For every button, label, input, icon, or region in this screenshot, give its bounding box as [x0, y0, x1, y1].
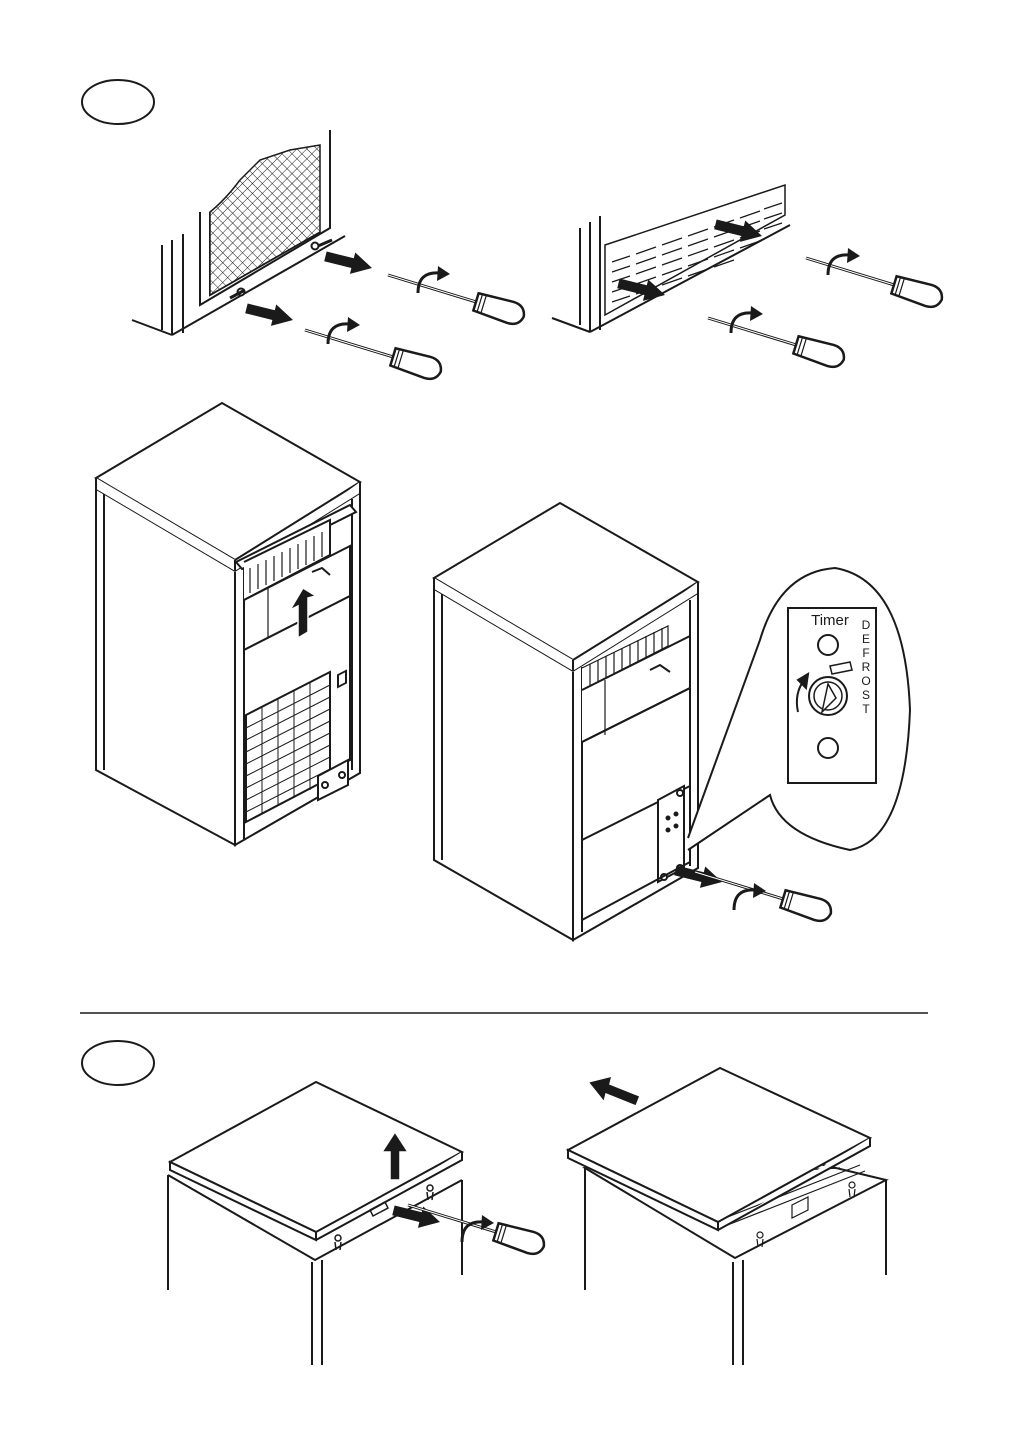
screwdriver-icon — [692, 861, 834, 924]
screwdriver-icon — [405, 1194, 547, 1257]
push-arrow-icon — [244, 298, 296, 331]
defrost-letter: R — [862, 660, 871, 674]
step-badge-2 — [82, 1041, 154, 1085]
grille-removal-detail — [132, 130, 345, 335]
defrost-letter: D — [862, 618, 871, 632]
defrost-letter: E — [862, 632, 870, 646]
step-badge-1 — [82, 80, 154, 124]
rotation-arrow-icon — [734, 883, 766, 910]
defrost-letter: S — [862, 688, 870, 702]
defrost-letter: T — [862, 702, 870, 716]
screwdriver-icon — [705, 307, 847, 370]
screwdriver-icon — [803, 247, 945, 310]
lid-lift-detail — [168, 1082, 462, 1365]
screwdriver-icon — [302, 319, 444, 382]
defrost-vertical-label: D E F R O S T — [861, 618, 870, 716]
push-arrow-icon — [323, 246, 375, 279]
screwdriver-icon — [385, 264, 527, 327]
defrost-letter: O — [861, 674, 870, 688]
ice-maker-cabinet-right — [434, 503, 698, 940]
timer-callout — [688, 568, 910, 850]
defrost-letter: F — [862, 646, 869, 660]
lid-slide-detail — [568, 1068, 886, 1365]
timer-heading: Timer — [811, 612, 849, 629]
slide-arrow-icon — [588, 1076, 640, 1106]
ice-maker-cabinet-left — [96, 403, 360, 845]
